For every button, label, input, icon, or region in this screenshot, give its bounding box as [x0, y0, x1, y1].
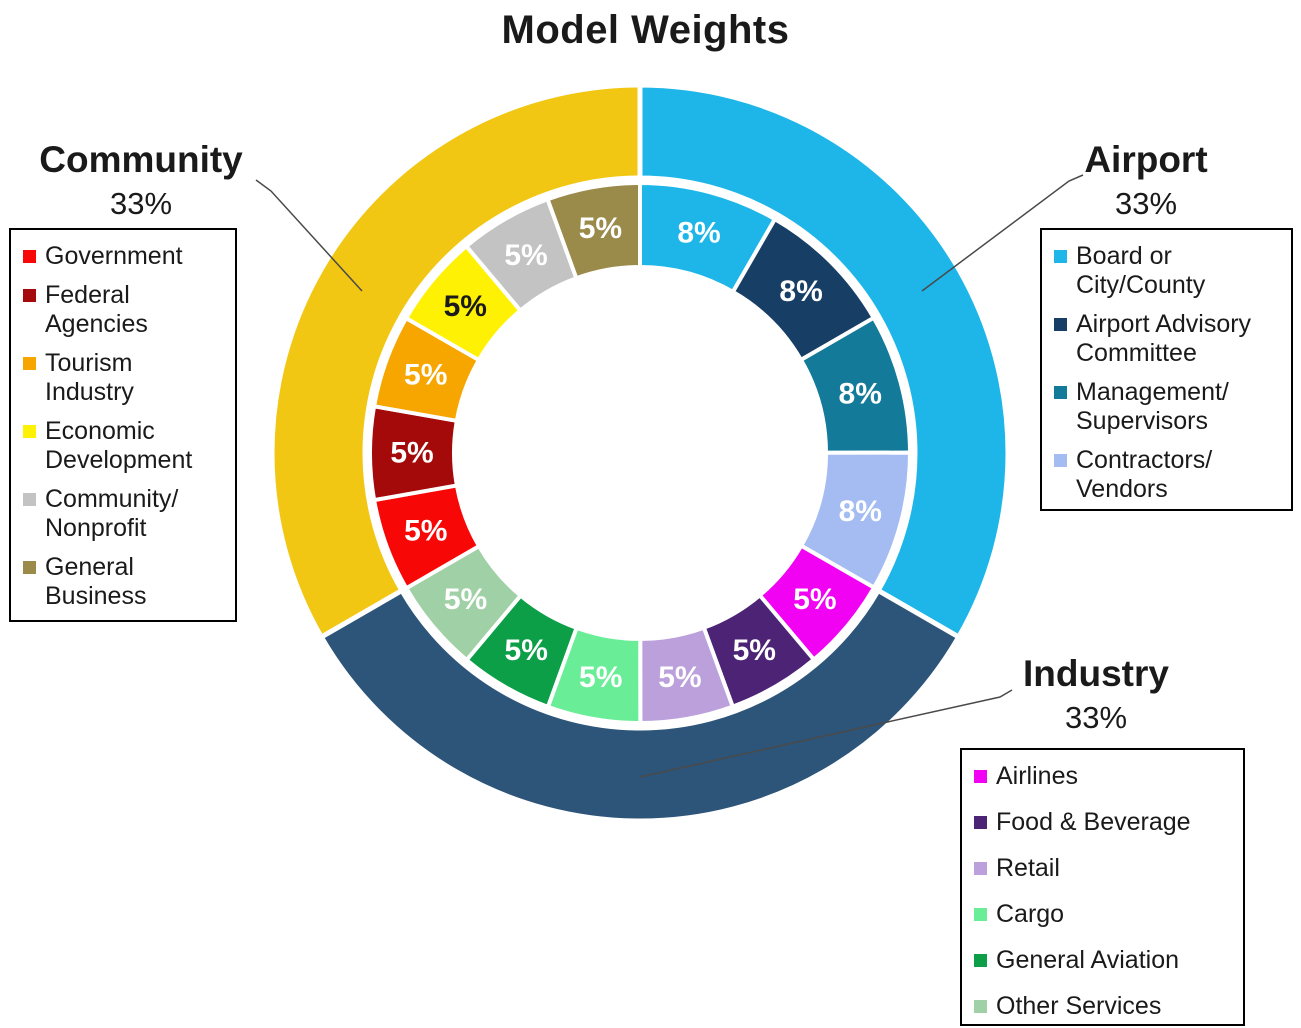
legend-item-tourism-industry: Tourism Industry: [21, 349, 225, 407]
legend-item-label: Management/ Supervisors: [1076, 378, 1229, 435]
group-callout-community: Community 33%: [11, 138, 271, 223]
legend-item-label: Federal Agencies: [45, 281, 148, 338]
callout-line-industry: [639, 689, 1013, 778]
legend-item-food-beverage: Food & Beverage: [972, 808, 1233, 837]
slice-label-airlines: 5%: [793, 583, 836, 616]
legend-swatch: [974, 908, 987, 921]
slice-label-community-nonprofit: 5%: [504, 239, 547, 272]
legend-item-label: Economic Development: [45, 417, 193, 474]
legend-item-community-nonprofit: Community/ Nonprofit: [21, 485, 225, 543]
legend-swatch: [1054, 386, 1067, 399]
legend-swatch: [974, 816, 987, 829]
legend-swatch: [1054, 250, 1067, 263]
legend-swatch: [23, 561, 36, 574]
slice-label-general-aviation: 5%: [505, 634, 548, 667]
legend-swatch: [23, 250, 36, 263]
slice-label-retail: 5%: [658, 661, 701, 694]
slice-general-business: [545, 181, 642, 281]
callout-line-airport: [921, 174, 1084, 292]
legend-swatch: [23, 425, 36, 438]
legend-item-airport-advisory-committee: Airport Advisory Committee: [1052, 310, 1281, 368]
legend-item-label: Airlines: [996, 762, 1078, 790]
legend-item-label: Government: [45, 242, 183, 270]
legend-swatch: [1054, 318, 1067, 331]
slice-label-economic-development: 5%: [444, 290, 487, 323]
group-percent-airport: 33%: [1114, 186, 1178, 221]
legend-item-label: General Business: [45, 553, 147, 610]
legend-item-label: General Aviation: [996, 946, 1179, 974]
legend-swatch: [974, 770, 987, 783]
slice-airport: [637, 82, 1011, 640]
legend-swatch: [23, 289, 36, 302]
page-title: Model Weights: [501, 8, 790, 52]
legend-swatch: [23, 357, 36, 370]
legend-item-contractors-vendors: Contractors/ Vendors: [1052, 446, 1281, 504]
legend-item-label: Food & Beverage: [996, 808, 1191, 836]
slice-community: [269, 82, 643, 640]
legend-item-other-services: Other Services: [972, 992, 1233, 1021]
legend-item-label: Other Services: [996, 992, 1162, 1020]
legend-item-label: Cargo: [996, 900, 1065, 928]
slice-label-airport-advisory-committee: 8%: [779, 275, 822, 308]
slice-label-contractors-vendors: 8%: [839, 495, 882, 528]
group-callout-industry: Industry 33%: [966, 652, 1226, 737]
slice-label-government: 5%: [404, 515, 447, 548]
legend-item-management-supervisors: Management/ Supervisors: [1052, 378, 1281, 436]
slice-label-tourism-industry: 5%: [404, 359, 447, 392]
slice-label-board-or-city-county: 8%: [677, 216, 720, 249]
legend-item-general-business: General Business: [21, 553, 225, 611]
slice-label-management-supervisors: 8%: [839, 377, 882, 410]
legend-swatch: [974, 862, 987, 875]
slice-label-other-services: 5%: [444, 583, 487, 616]
legend-item-cargo: Cargo: [972, 900, 1233, 929]
group-name-industry: Industry: [1023, 653, 1169, 694]
group-percent-industry: 33%: [1064, 700, 1128, 735]
legend-item-label: Community/ Nonprofit: [45, 485, 179, 542]
legend-item-label: Contractors/ Vendors: [1076, 446, 1213, 503]
legend-item-airlines: Airlines: [972, 762, 1233, 791]
slice-label-food-beverage: 5%: [733, 634, 776, 667]
legend-item-label: Board or City/County: [1076, 242, 1206, 299]
legend-item-label: Tourism Industry: [45, 349, 134, 406]
legend-swatch: [23, 493, 36, 506]
group-callout-airport: Airport 33%: [1016, 138, 1276, 223]
slice-label-federal-agencies: 5%: [390, 437, 433, 470]
legend-swatch: [1054, 454, 1067, 467]
legend-item-government: Government: [21, 242, 225, 271]
slice-label-general-business: 5%: [579, 212, 622, 245]
legend-item-board-or-city-county: Board or City/County: [1052, 242, 1281, 300]
group-percent-community: 33%: [109, 186, 173, 221]
legend-item-general-aviation: General Aviation: [972, 946, 1233, 975]
slice-industry: [318, 588, 962, 824]
legend-item-federal-agencies: Federal Agencies: [21, 281, 225, 339]
group-name-airport: Airport: [1084, 139, 1208, 180]
legend-swatch: [974, 954, 987, 967]
callout-line-community: [255, 179, 363, 292]
legend-item-economic-development: Economic Development: [21, 417, 225, 475]
group-name-community: Community: [39, 139, 243, 180]
legend-item-retail: Retail: [972, 854, 1233, 883]
slice-label-cargo: 5%: [579, 661, 622, 694]
legend-swatch: [974, 1000, 987, 1013]
legend-item-label: Retail: [996, 854, 1060, 882]
legend-item-label: Airport Advisory Committee: [1076, 310, 1252, 367]
